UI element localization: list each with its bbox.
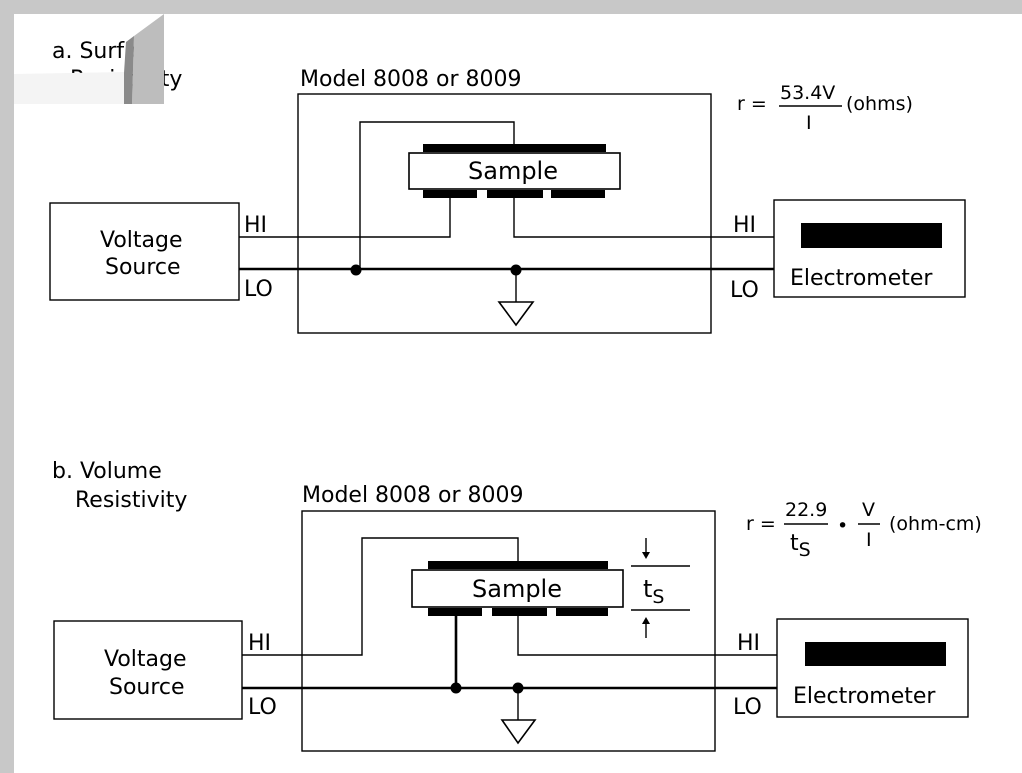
device-photo-fragment bbox=[14, 14, 164, 104]
diagram-canvas: a. Surface Resistivity Model 8008 or 800… bbox=[14, 14, 1022, 773]
panel-a-formula-lhs: r = bbox=[737, 93, 767, 115]
panel-b-junction-left bbox=[450, 682, 462, 694]
panel-a-voltage-source bbox=[49, 202, 240, 301]
panel-surface-resistivity: a. Surface Resistivity Model 8008 or 800… bbox=[49, 39, 966, 334]
panel-a-ground-symbol bbox=[497, 301, 535, 327]
panel-a-vs-label-line2: Source bbox=[105, 255, 181, 280]
thickness-arrowhead-top bbox=[642, 552, 650, 559]
resistivity-diagrams: a. Surface Resistivity Model 8008 or 800… bbox=[49, 39, 982, 752]
panel-b-electrometer-display bbox=[805, 642, 946, 666]
panel-a-bottom-electrode-left bbox=[423, 190, 477, 198]
panel-a-top-electrode bbox=[423, 144, 606, 152]
panel-a-bottom-electrode-center bbox=[487, 190, 543, 198]
panel-b-vs-lo: LO bbox=[248, 695, 277, 720]
panel-b-fixture-box bbox=[301, 510, 716, 752]
panel-b-title-line1: b. Volume bbox=[52, 459, 162, 484]
panel-b-hi-meter-wire bbox=[517, 616, 777, 656]
panel-a-vs-hi: HI bbox=[244, 213, 267, 238]
panel-volume-resistivity: b. Volume Resistivity Model 8008 or 8009… bbox=[52, 459, 982, 752]
panel-b-formula-lhs: r = bbox=[746, 513, 776, 535]
panel-a-sample-label: Sample bbox=[468, 157, 558, 185]
panel-b-formula-dot: • bbox=[837, 515, 848, 537]
panel-b-formula-den1: tS bbox=[790, 531, 811, 561]
panel-a-junction-left bbox=[350, 264, 362, 276]
panel-a-electrometer-label: Electrometer bbox=[790, 266, 933, 291]
panel-b-formula-num2: V bbox=[862, 499, 875, 521]
panel-b-ground-symbol bbox=[500, 719, 537, 745]
panel-a-formula-numerator: 53.4V bbox=[780, 82, 835, 104]
panel-a-sample bbox=[408, 152, 621, 190]
panel-a-bottom-electrode-right bbox=[551, 190, 605, 198]
panel-b-em-lo: LO bbox=[733, 695, 762, 720]
panel-a-fixture-box bbox=[297, 93, 712, 334]
panel-b-sample bbox=[411, 569, 624, 608]
panel-a-formula: r = 53.4V I (ohms) bbox=[737, 82, 913, 134]
panel-b-bottom-electrode-left bbox=[428, 608, 482, 616]
panel-b-thickness-dimension: tS bbox=[631, 538, 690, 638]
panel-a-em-hi: HI bbox=[733, 213, 756, 238]
panel-a-hi-source-wire bbox=[239, 198, 451, 238]
panel-b-electrometer bbox=[776, 618, 969, 718]
panel-b-formula-num1: 22.9 bbox=[785, 499, 827, 521]
panel-b-bottom-electrode-center bbox=[492, 608, 547, 616]
panel-b-hi-source-wire bbox=[242, 537, 519, 656]
panel-a-electrometer bbox=[773, 199, 966, 298]
panel-b-sample-label: Sample bbox=[472, 575, 562, 603]
panel-a-hi-meter-wire bbox=[513, 198, 774, 238]
panel-b-formula: r = 22.9 tS • V I (ohm-cm) bbox=[746, 499, 982, 561]
panel-b-bottom-electrode-right bbox=[556, 608, 608, 616]
panel-b-top-electrode bbox=[428, 561, 608, 569]
panel-a-formula-unit: (ohms) bbox=[846, 93, 913, 115]
panel-a-model-label: Model 8008 or 8009 bbox=[300, 67, 522, 92]
panel-a-vs-lo: LO bbox=[244, 277, 273, 302]
panel-b-em-hi: HI bbox=[737, 631, 760, 656]
panel-a-em-lo: LO bbox=[730, 278, 759, 303]
panel-b-model-label: Model 8008 or 8009 bbox=[302, 483, 524, 508]
panel-b-vs-label-line2: Source bbox=[109, 675, 185, 700]
panel-a-electrometer-display bbox=[801, 223, 942, 248]
thickness-label: tS bbox=[643, 575, 664, 608]
panel-b-formula-unit: (ohm-cm) bbox=[889, 513, 982, 535]
panel-b-voltage-source bbox=[53, 620, 243, 720]
thickness-arrowhead-bottom bbox=[642, 617, 650, 624]
panel-b-electrometer-label: Electrometer bbox=[793, 684, 936, 709]
panel-a-top-electrode-wire bbox=[359, 121, 515, 269]
panel-b-formula-den2: I bbox=[866, 529, 872, 551]
panel-b-vs-hi: HI bbox=[248, 631, 271, 656]
panel-a-formula-denominator: I bbox=[806, 112, 812, 134]
panel-b-vs-label-line1: Voltage bbox=[104, 647, 187, 672]
panel-a-vs-label-line1: Voltage bbox=[100, 228, 183, 253]
panel-b-title-line2: Resistivity bbox=[75, 488, 187, 513]
